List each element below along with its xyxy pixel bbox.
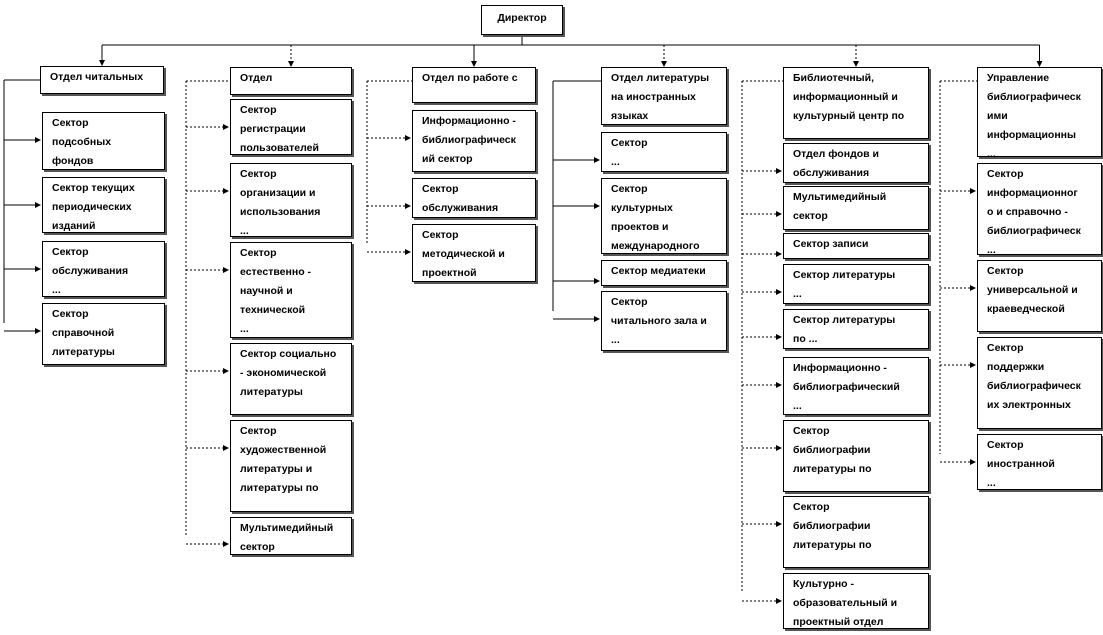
- arrowhead-icon: [776, 211, 782, 217]
- sector-box: Сектор организации и использования ...: [230, 163, 352, 237]
- arrowhead-icon: [594, 157, 600, 163]
- arrowhead-icon: [223, 267, 229, 273]
- arrowhead-icon: [776, 382, 782, 388]
- sector-box: Сектор библиографии литературы по: [783, 420, 929, 492]
- department-box: Отдел читальных: [40, 66, 164, 94]
- sector-box: Сектор ...: [601, 132, 727, 172]
- arrowhead-icon: [594, 278, 600, 284]
- sector-box: Информационно - библиографическ ий секто…: [412, 110, 536, 172]
- arrowhead-icon: [970, 188, 976, 194]
- sector-box: Сектор информационног о и справочно - би…: [977, 163, 1102, 255]
- arrowhead-icon: [405, 135, 411, 141]
- arrowhead-icon: [970, 459, 976, 465]
- department-box: Отдел литературы на иностранных языках: [601, 67, 727, 125]
- sector-box: Сектор социально - экономической литерат…: [230, 343, 352, 415]
- arrowhead-icon: [776, 168, 782, 174]
- sector-box: Сектор художественной литературы и литер…: [230, 420, 352, 512]
- arrowhead-icon: [594, 203, 600, 209]
- arrowhead-icon: [405, 203, 411, 209]
- sector-box: Сектор естественно - научной и техническ…: [230, 242, 352, 338]
- arrowhead-icon: [99, 60, 105, 66]
- sector-box: Сектор универсальной и краеведческой: [977, 260, 1102, 332]
- sector-box: Сектор медиатеки: [601, 260, 727, 286]
- sector-box: Культурно - образовательный и проектный …: [783, 573, 929, 629]
- arrowhead-icon: [970, 285, 976, 291]
- sector-box: Информационно - библиографический ...: [783, 357, 929, 415]
- sector-box: Мультимедийный сектор: [230, 517, 352, 555]
- sector-box: Мультимедийный сектор: [783, 186, 929, 230]
- arrowhead-icon: [223, 188, 229, 194]
- arrowhead-icon: [776, 251, 782, 257]
- arrowhead-icon: [35, 202, 41, 208]
- arrowhead-icon: [223, 445, 229, 451]
- sector-box: Сектор обслуживания ...: [42, 241, 165, 297]
- sector-box: Сектор записи: [783, 233, 929, 259]
- sector-box: Сектор читального зала и ...: [601, 291, 727, 351]
- arrowhead-icon: [853, 61, 859, 67]
- department-box: Управление библиографическ ими информаци…: [977, 67, 1102, 157]
- arrowhead-icon: [776, 289, 782, 295]
- sector-box: Сектор справочной литературы: [42, 303, 165, 365]
- sector-box: Сектор литературы по ...: [783, 309, 929, 349]
- arrowhead-icon: [35, 137, 41, 143]
- sector-box: Сектор текущих периодических изданий: [42, 177, 165, 233]
- department-box: Отдел по работе с: [412, 67, 536, 103]
- director-box: Директор: [481, 5, 563, 35]
- sector-box: Сектор обслуживания: [412, 178, 536, 218]
- department-box: Библиотечный, информационный и культурны…: [783, 67, 929, 139]
- arrowhead-icon: [223, 368, 229, 374]
- arrowhead-icon: [405, 249, 411, 255]
- arrowhead-icon: [594, 316, 600, 322]
- arrowhead-icon: [776, 598, 782, 604]
- arrowhead-icon: [776, 445, 782, 451]
- arrowhead-icon: [1036, 61, 1043, 67]
- arrowhead-icon: [776, 334, 782, 340]
- arrowhead-icon: [471, 61, 477, 67]
- arrowhead-icon: [970, 362, 976, 368]
- sector-box: Сектор подсобных фондов: [42, 112, 165, 170]
- sector-box: Сектор методической и проектной: [412, 224, 536, 282]
- arrowhead-icon: [35, 328, 41, 334]
- sector-box: Сектор регистрации пользователей: [230, 99, 352, 155]
- arrowhead-icon: [223, 541, 229, 547]
- department-box: Отдел: [230, 67, 352, 95]
- arrowhead-icon: [223, 124, 229, 130]
- sector-box: Отдел фондов и обслуживания: [783, 143, 929, 183]
- sector-box: Сектор библиографии литературы по: [783, 496, 929, 568]
- arrowhead-icon: [35, 266, 41, 272]
- sector-box: Сектор поддержки библиографическ их элек…: [977, 337, 1102, 429]
- arrowhead-icon: [288, 61, 294, 67]
- arrowhead-icon: [776, 521, 782, 527]
- sector-box: Сектор культурных проектов и международн…: [601, 178, 727, 254]
- sector-box: Сектор иностранной ...: [977, 434, 1102, 490]
- sector-box: Сектор литературы ...: [783, 264, 929, 304]
- arrowhead-icon: [661, 61, 667, 67]
